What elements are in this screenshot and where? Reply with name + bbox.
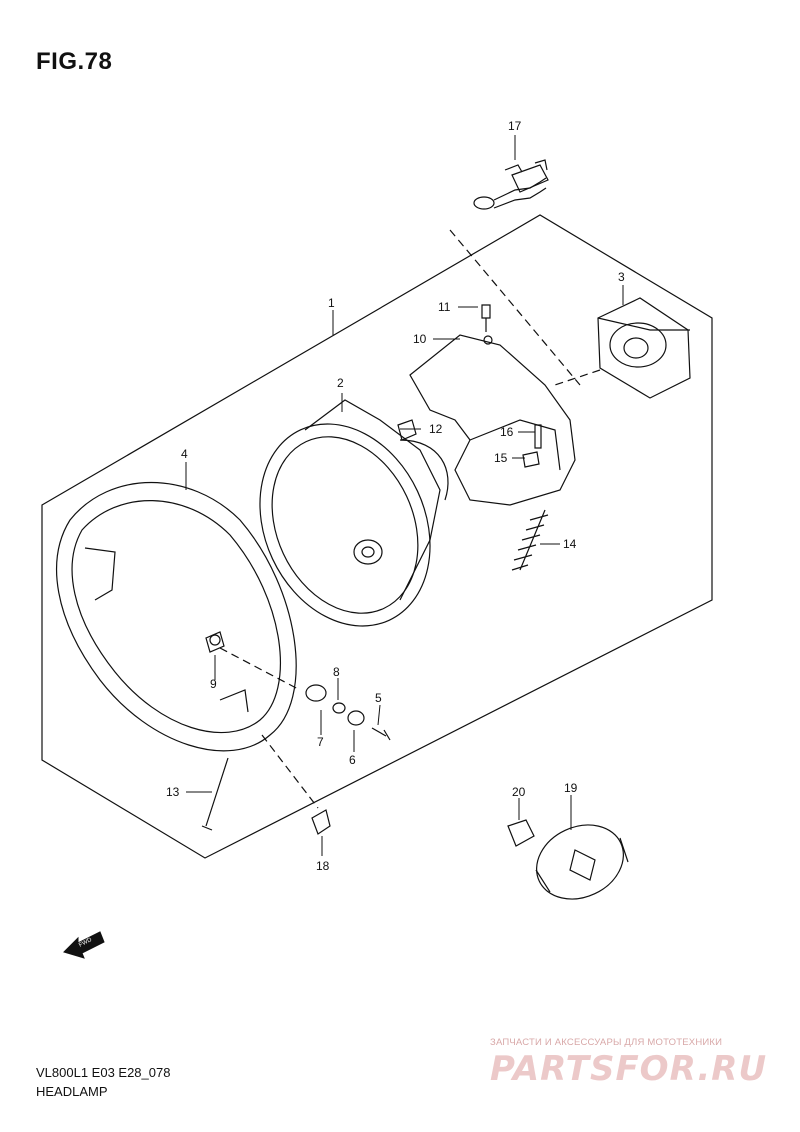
watermark-brand: PARTSFOR.RU [490,1049,768,1089]
callout-1: 1 [328,296,335,310]
pin [534,424,542,449]
dashed-leader [449,229,601,386]
nut-20 [507,819,535,847]
socket-cover [597,297,691,399]
grommet [205,631,225,653]
diagram-code: VL800L1 E03 E28_078 [36,1065,171,1080]
callout-19: 19 [564,781,578,795]
callout-3: 3 [618,270,625,284]
bolt [481,304,491,332]
callout-10: 10 [413,332,427,346]
callout-7: 7 [317,735,324,749]
callout-4: 4 [181,447,188,461]
callout-15: 15 [494,451,508,465]
dashed-leader [219,647,319,809]
spacer [332,702,346,714]
assembly-frame [41,214,713,859]
bushing [305,684,327,702]
leader-lines [185,135,624,856]
callout-9: 9 [210,677,217,691]
callout-20: 20 [512,785,526,799]
reflector-cap [535,824,629,900]
callout-13: 13 [166,785,180,799]
callout-17: 17 [508,119,522,133]
watermark-tagline: ЗАПЧАСТИ И АКСЕССУАРЫ ДЛЯ МОТОТЕХНИКИ [490,1037,723,1048]
headlamp-rim [56,482,297,752]
callout-12: 12 [429,422,443,436]
fwd-arrow-icon: FWD [63,931,105,959]
callout-2: 2 [337,376,344,390]
washer [347,710,365,726]
collar [522,451,540,468]
screw [371,727,391,741]
nut [397,419,417,441]
bulb [473,159,549,210]
spring [511,509,549,571]
figure-title: FIG.78 [36,48,113,75]
callout-16: 16 [500,425,514,439]
callout-11: 11 [438,300,451,314]
long-screw [201,757,229,831]
callout-18: 18 [316,859,330,873]
callout-8: 8 [333,665,340,679]
callout-5: 5 [375,691,382,705]
callout-6: 6 [349,753,356,767]
diagram-name: HEADLAMP [36,1084,108,1099]
lamp-unit [259,399,449,627]
callout-14: 14 [563,537,577,551]
rim-screw [311,809,331,835]
